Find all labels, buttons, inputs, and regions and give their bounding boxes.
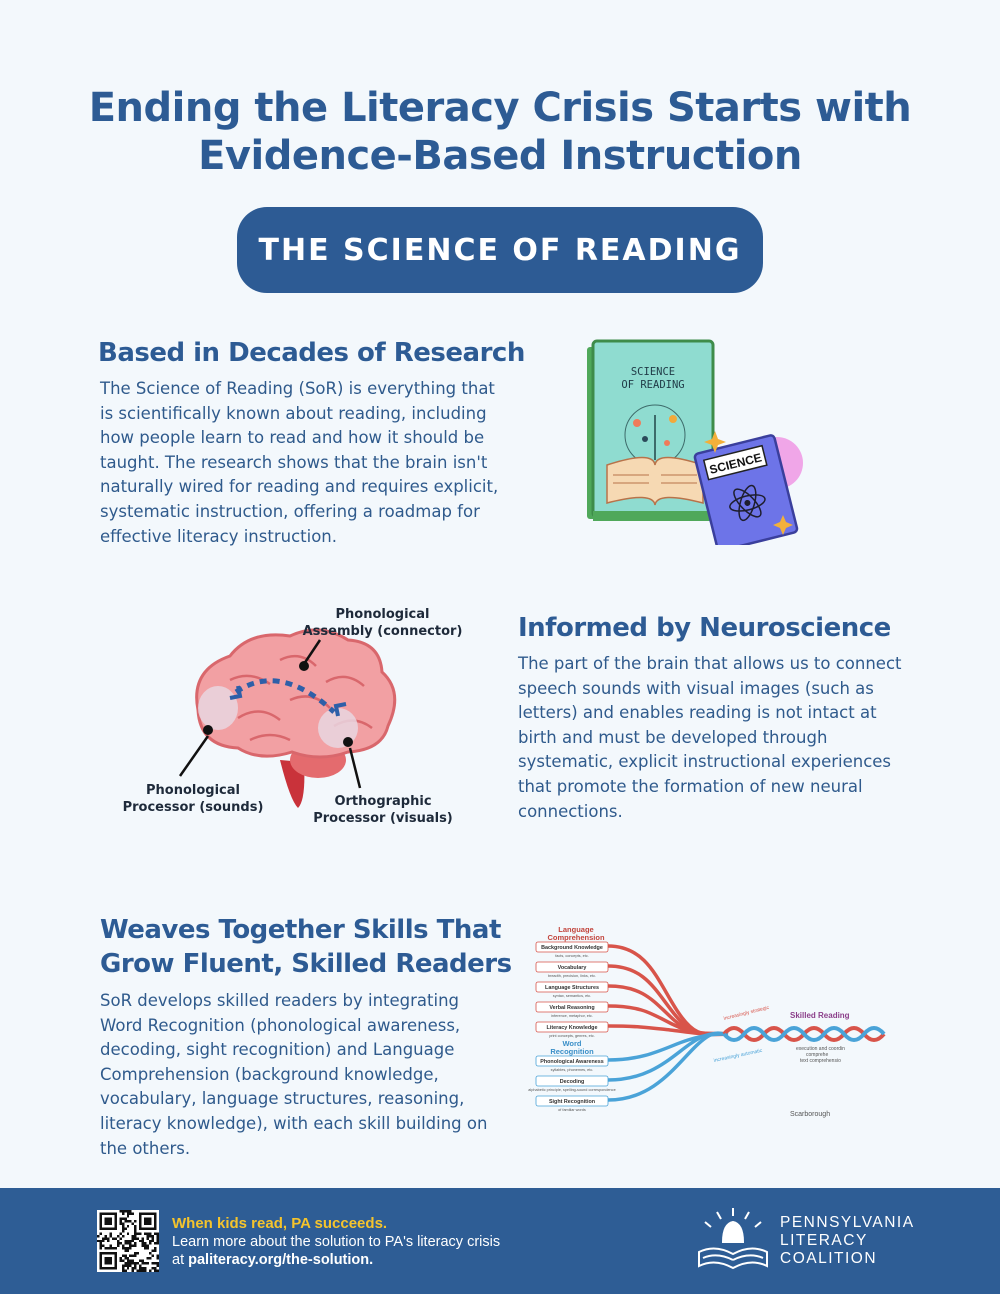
books-illustration: SCIENCE OF READING SCIENCE	[587, 339, 803, 545]
word-strands	[607, 1031, 729, 1102]
atom-orbit	[733, 488, 762, 518]
coalition-name: PENNSYLVANIA LITERACY COALITION	[780, 1214, 915, 1268]
skilled-sub-2: comprehe	[806, 1052, 828, 1058]
connector-arrow	[234, 678, 336, 714]
lang-box	[535, 961, 609, 973]
lang-item-sub: syntax, semantics, etc.	[553, 994, 591, 998]
lang-item-label: Background Knowledge	[541, 945, 603, 951]
word-box	[535, 1095, 609, 1107]
brain-illustration	[178, 628, 397, 808]
automatic-label: increasingly automatic	[713, 1048, 763, 1064]
phonological-region	[198, 686, 238, 730]
rope-word-title-2: Recognition	[550, 1047, 594, 1056]
word-box	[535, 1055, 609, 1067]
lang-box	[535, 941, 609, 953]
word-item-sub: alphabetic principle, spelling-sound cor…	[528, 1088, 615, 1092]
orbit-dot	[669, 415, 677, 423]
footer-learn-more: Learn more about the solution to PA's li…	[172, 1233, 502, 1269]
orthographic-callout-line	[348, 747, 362, 789]
book-title-line-2: OF READING	[621, 379, 684, 391]
lang-item-sub: inference, metaphor, etc.	[551, 1014, 593, 1018]
page-title-line-1: Ending the Literacy Crisis Starts with	[88, 85, 912, 131]
callout-dot	[343, 737, 353, 747]
learn-more-text: Learn more about the solution to PA's li…	[172, 1234, 501, 1268]
book-title-line-1: SCIENCE	[631, 366, 675, 378]
page-title-line-2: Evidence-Based Instruction	[198, 133, 802, 179]
callout-dot	[299, 661, 309, 671]
assembly-callout-line	[302, 639, 322, 665]
lang-item-label: Vocabulary	[558, 965, 587, 971]
book-bottom-edge	[593, 511, 713, 521]
word-item-sub: of familiar words	[558, 1108, 586, 1112]
atom-orbit	[738, 484, 757, 522]
lang-item-sub: breadth, precision, links, etc.	[548, 974, 596, 978]
lang-item-label: Verbal Reasoning	[549, 1005, 594, 1011]
orthographic-label: Orthographic Processor (visuals)	[313, 794, 453, 826]
rope-language-title-2: Comprehension	[547, 933, 605, 942]
sparkle-icon	[773, 515, 793, 535]
assembly-label-line-2: Assembly (connector)	[302, 624, 463, 639]
word-item-label: Phonological Awareness	[540, 1059, 604, 1065]
reading-rope-diagram: Language Comprehension Background Knowle…	[528, 925, 886, 1118]
word-box	[535, 1075, 609, 1087]
footer-bar: When kids read, PA succeeds. Learn more …	[0, 1188, 1000, 1294]
lang-box	[535, 1021, 609, 1033]
neuroscience-paragraph: The part of the brain that allows us to …	[518, 654, 902, 821]
arrow-head	[333, 702, 347, 717]
skilled-reading-rope	[722, 1026, 886, 1042]
lang-item-label: Language Structures	[545, 985, 599, 991]
coalition-name-line-3: COALITION	[780, 1250, 878, 1267]
open-book-icon	[606, 456, 704, 506]
word-items: Phonological Awareness syllables, phoneme…	[528, 1055, 616, 1112]
skilled-sub-1: execution and coordin	[796, 1046, 845, 1052]
skilled-sub-3: text comprehensio	[800, 1058, 841, 1064]
coalition-name-line-1: PENNSYLVANIA	[780, 1214, 915, 1231]
language-strands	[607, 944, 729, 1037]
assembly-label-line-1: Phonological	[335, 607, 430, 622]
skills-heading: Weaves Together Skills That Grow Fluent,…	[100, 915, 512, 979]
word-item-label: Decoding	[560, 1079, 585, 1085]
coalition-name-line-2: LITERACY	[780, 1232, 868, 1249]
science-of-reading-badge: THE SCIENCE OF READING	[237, 207, 763, 293]
skills-paragraph: SoR develops skilled readers by integrat…	[100, 991, 488, 1158]
footer-tagline: When kids read, PA succeeds.	[172, 1215, 388, 1232]
callout-dot	[203, 725, 213, 735]
science-book-label-box	[702, 444, 768, 481]
word-item-sub: syllables, phonemes, etc.	[551, 1068, 594, 1072]
research-paragraph: The Science of Reading (SoR) is everythi…	[100, 379, 499, 546]
skilled-reading-label: Skilled Reading	[790, 1011, 850, 1020]
assembly-label: Phonological Assembly (connector)	[300, 606, 465, 640]
phonological-callout-line	[178, 735, 210, 777]
page-title: Ending the Literacy Crisis Starts with E…	[0, 84, 1000, 180]
coalition-logo-icon	[698, 1208, 768, 1270]
sparkle-icon	[704, 431, 726, 453]
arrow-head	[229, 685, 243, 700]
strategic-label: increasingly strategic	[723, 1005, 770, 1022]
qr-code-icon[interactable]	[97, 1210, 159, 1272]
lang-item-sub: print concepts, genres, etc.	[549, 1034, 595, 1038]
lang-item-label: Literacy Knowledge	[547, 1025, 598, 1031]
lang-box	[535, 981, 609, 993]
language-items: Background Knowledge facts, concepts, etc…	[535, 941, 609, 1038]
rope-credit: Scarborough	[790, 1111, 830, 1118]
orbit-dot	[664, 440, 670, 446]
solution-link[interactable]: paliteracy.org/the-solution.	[188, 1252, 374, 1268]
atom-nucleus	[744, 499, 751, 506]
neuroscience-heading: Informed by Neuroscience	[518, 613, 891, 643]
atom-icon	[729, 494, 766, 512]
orbit-dot	[642, 436, 648, 442]
orbit-dot	[633, 419, 641, 427]
rope-language-title-1: Language	[558, 925, 593, 934]
lang-box	[535, 1001, 609, 1013]
phonological-label: Phonological Processor (sounds)	[122, 783, 264, 815]
word-item-label: Sight Recognition	[549, 1099, 595, 1105]
lang-item-sub: facts, concepts, etc.	[555, 954, 589, 958]
research-heading: Based in Decades of Research	[98, 338, 525, 368]
rope-word-title-1: Word	[562, 1039, 581, 1048]
